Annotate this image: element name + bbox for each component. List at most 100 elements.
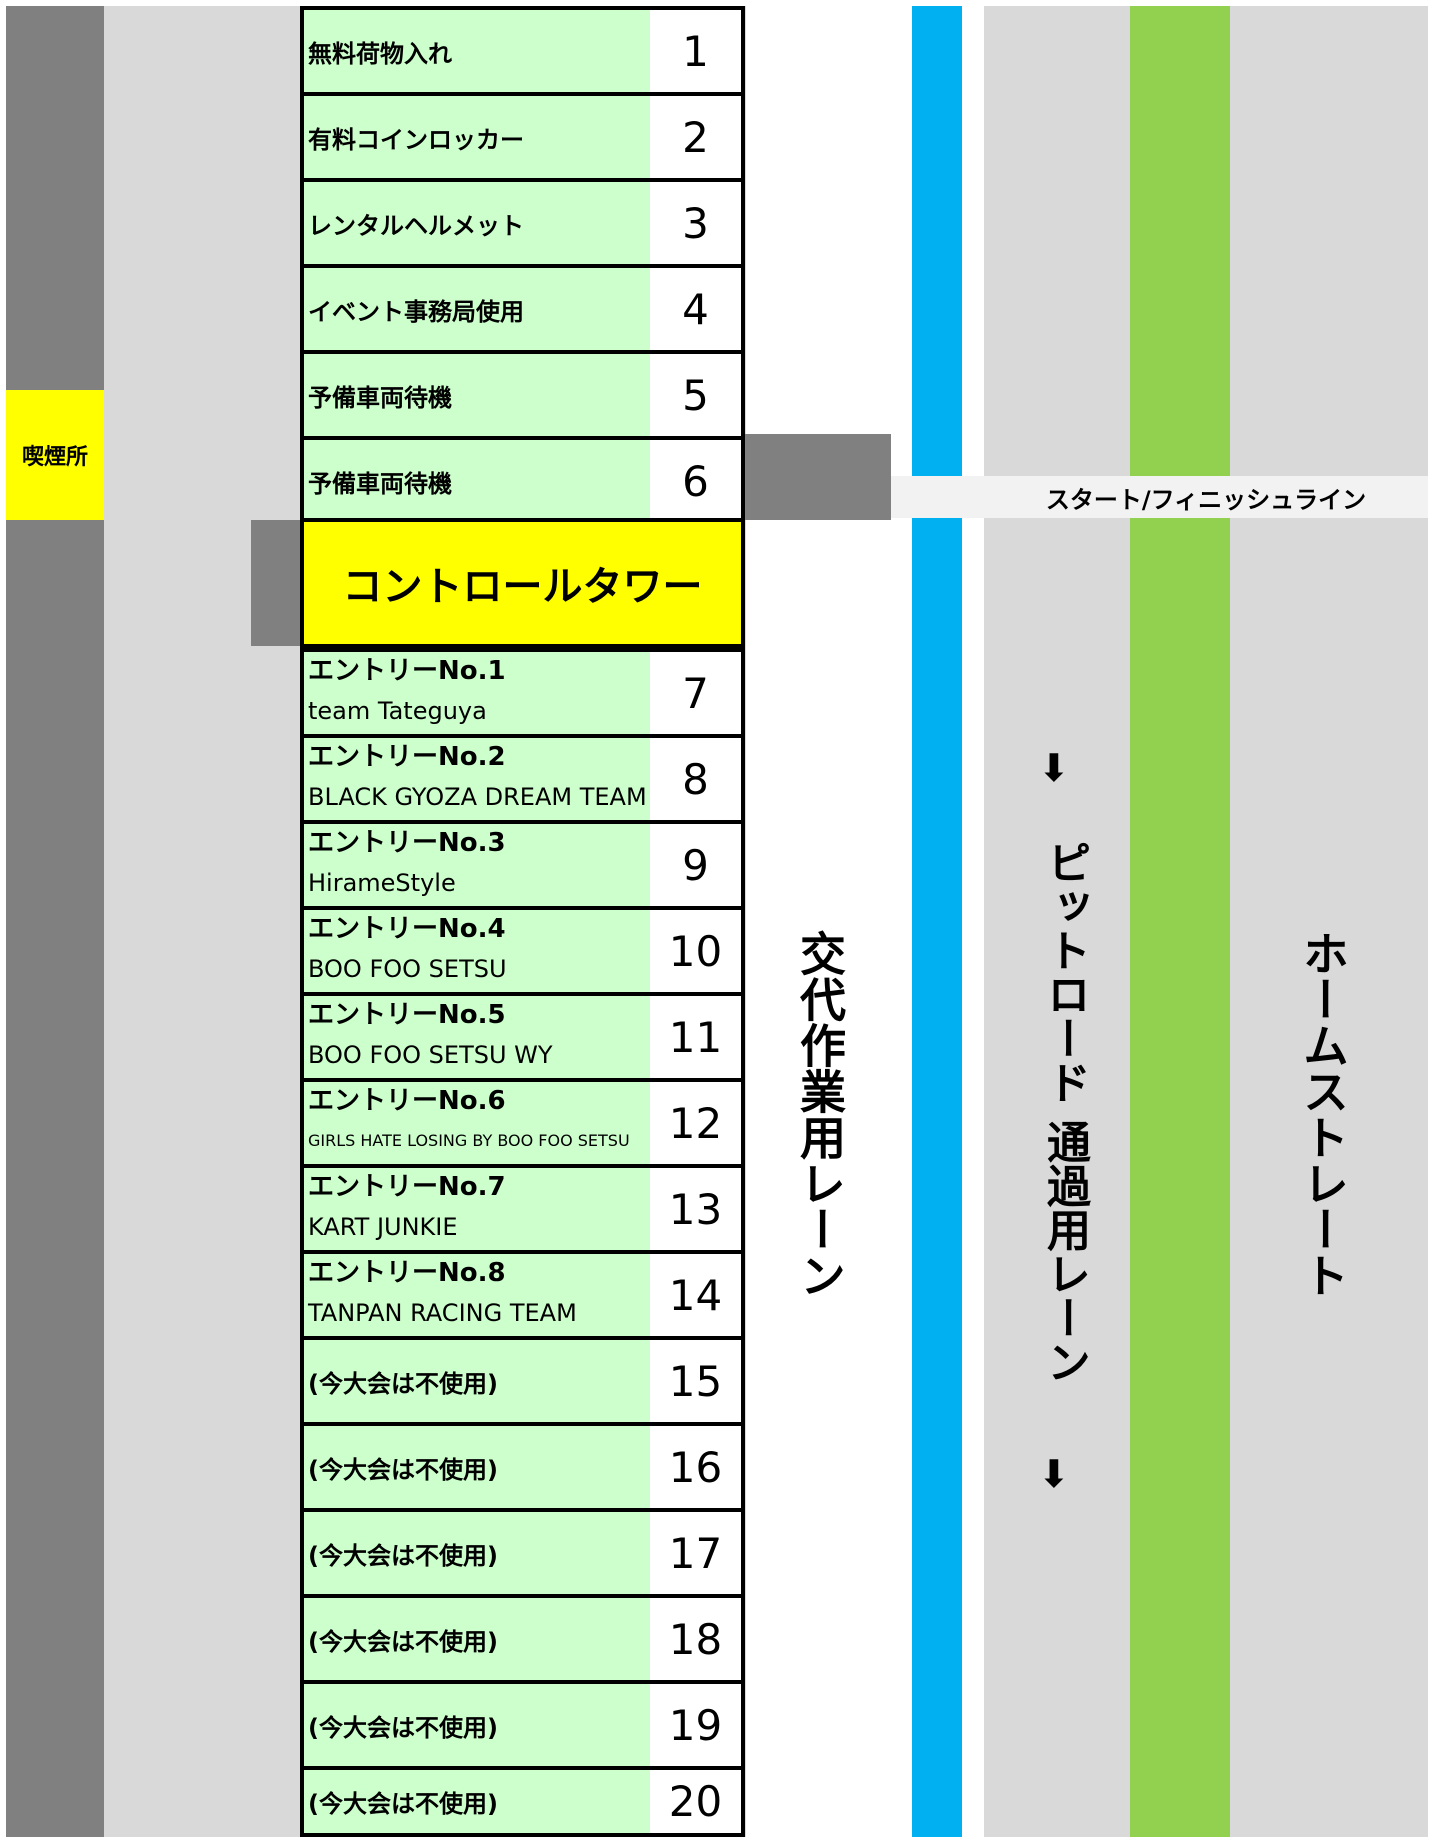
team-name: KART JUNKIE [308,1213,458,1241]
pit-box-number: 15 [650,1340,741,1422]
pit-box-info: イベント事務局使用 [304,268,650,350]
pit-box-number: 3 [650,182,741,264]
entry-number: エントリーNo.8 [308,1258,506,1288]
pit-wall-blue-line-cross [912,476,962,518]
pit-box-label: 予備車両待機 [308,383,452,412]
pit-box-info: (今大会は不使用) [304,1684,650,1766]
pit-box-number: 19 [650,1684,741,1766]
pit-box-number: 5 [650,354,741,436]
pit-box-16: (今大会は不使用) 16 [300,1422,745,1512]
change-lane-label: 交代作業用レーン [793,930,847,1298]
pit-box-number: 6 [650,440,741,522]
pit-box-number: 14 [650,1254,741,1336]
pit-box-5: 予備車両待機 5 [300,350,745,440]
start-finish-line [891,476,1428,518]
green-lane [1130,6,1230,1837]
pit-box-20: (今大会は不使用)20 [300,1766,745,1837]
pit-box-label: (今大会は不使用) [308,1627,498,1656]
pit-box-4: イベント事務局使用 4 [300,264,745,354]
pit-wall-blue-line [912,6,962,1837]
pit-box-info: レンタルヘルメット [304,182,650,264]
pit-box-number: 12 [650,1082,741,1164]
pit-road-lane [984,6,1130,1837]
pit-box-number: 7 [650,652,741,734]
pit-box-number: 17 [650,1512,741,1594]
team-name: GIRLS HATE LOSING BY BOO FOO SETSU [308,1131,630,1150]
home-straight-label: ホームストレート [1296,930,1350,1298]
pit-box-label: (今大会は不使用) [308,1455,498,1484]
entry-number: エントリーNo.7 [308,1172,506,1202]
team-name: BLACK GYOZA DREAM TEAM [308,783,647,811]
home-straight-area [1230,6,1428,1837]
pit-box-15: (今大会は不使用) 15 [300,1336,745,1426]
pit-box-6: 予備車両待機 6 [300,436,745,526]
pit-box-18: (今大会は不使用)18 [300,1594,745,1684]
pit-box-label: (今大会は不使用) [308,1369,498,1398]
entry-number: エントリーNo.3 [308,828,506,858]
pit-box-label: イベント事務局使用 [308,297,524,326]
pit-box-19: (今大会は不使用) 19 [300,1680,745,1770]
pit-box-info: (今大会は不使用) [304,1426,650,1508]
pit-box-label: 有料コインロッカー [308,125,524,154]
pit-road-label: ピットロード 通過用レーン [1039,840,1090,1384]
entry-number: エントリーNo.4 [308,914,506,944]
pit-box-label: 無料荷物入れ [308,39,452,68]
pit-box-number: 4 [650,268,741,350]
pit-box-2: 有料コインロッカー 2 [300,92,745,182]
pit-box-label: レンタルヘルメット [308,211,524,240]
team-name: BOO FOO SETSU [308,955,507,983]
paddock-wall [6,6,104,1837]
entry-number: エントリーNo.2 [308,742,506,772]
pit-box-info: エントリーNo.1 team Tateguya [304,652,650,734]
pit-box-label: (今大会は不使用) [308,1541,498,1570]
pit-box-number: 11 [650,996,741,1078]
pit-box-info: 無料荷物入れ [304,10,650,92]
start-finish-label: スタート/フィニッシュライン [1045,485,1367,514]
pit-box-number: 8 [650,738,741,820]
pit-box-number: 9 [650,824,741,906]
pit-box-label: (今大会は不使用) [308,1790,498,1818]
team-name: HirameStyle [308,869,456,897]
pit-box-label: 予備車両待機 [308,469,452,498]
entry-number: エントリーNo.5 [308,1000,506,1030]
team-name: team Tateguya [308,697,487,725]
pit-box-info: (今大会は不使用) [304,1340,650,1422]
pit-box-label: (今大会は不使用) [308,1713,498,1742]
entry-number: エントリーNo.6 [308,1086,506,1116]
pit-exit-block [745,434,891,520]
entry-number: エントリーNo.1 [308,656,506,686]
team-name: BOO FOO SETSU WY [308,1041,553,1069]
pit-box-number: 16 [650,1426,741,1508]
pit-box-number: 10 [650,910,741,992]
pit-box-number: 13 [650,1168,741,1250]
pit-box-17: (今大会は不使用) 17 [300,1508,745,1598]
tower-side-block [251,520,304,646]
pit-box-7: エントリーNo.1 team Tateguya 7 [300,648,745,738]
control-tower: コントロールタワー [300,518,745,648]
arrow-down-icon: ⬇ [1038,746,1070,790]
pit-box-number: 2 [650,96,741,178]
pit-box-info: 予備車両待機 [304,354,650,436]
smoking-area: 喫煙所 [6,390,104,520]
pit-box-info: 予備車両待機 [304,440,650,522]
pit-box-info: (今大会は不使用) [304,1512,650,1594]
pit-box-info: 有料コインロッカー [304,96,650,178]
pit-box-info: (今大会は不使用) [304,1598,650,1680]
pit-box-3: レンタルヘルメット 3 [300,178,745,268]
